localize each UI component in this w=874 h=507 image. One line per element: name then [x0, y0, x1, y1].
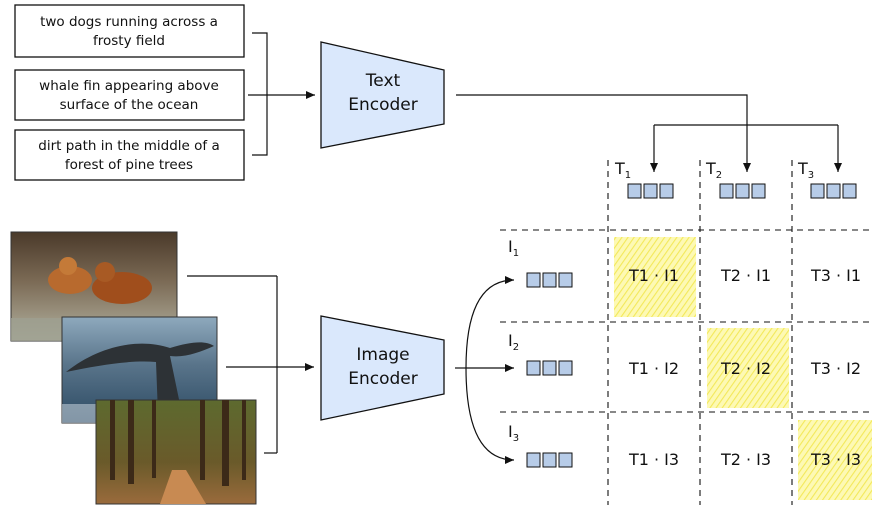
matrix-cell-r1-c3: T3 · I1: [810, 266, 861, 285]
similarity-grid: [500, 160, 874, 505]
matrix-cell-r2-c1: T1 · I2: [628, 359, 679, 378]
caption-2-line-2: surface of the ocean: [60, 97, 199, 113]
image-encoder: Image Encoder: [320, 315, 445, 421]
caption-3: dirt path in the middle of a forest of p…: [14, 129, 245, 181]
caption-1-line-1: two dogs running across a: [40, 14, 218, 30]
text-embedding-label-1: T1: [614, 159, 631, 181]
arrow-to-i1: [465, 276, 515, 369]
text-encoder-label-1: Text: [365, 71, 401, 91]
matrix-cell-r3-c3: T3 · I3: [810, 450, 861, 469]
caption-3-line-2: forest of pine trees: [65, 157, 193, 173]
matrix-cell-r2-c3: T3 · I2: [810, 359, 861, 378]
image-embedding-label-1: I1: [508, 237, 519, 259]
matrix-cell-r2-c2: T2 · I2: [720, 359, 771, 378]
diagonal-highlight-1: [614, 237, 696, 317]
text-encoder-output-line: [456, 94, 748, 125]
text-encoder: Text Encoder: [320, 41, 445, 149]
text-embedding-label-2: T2: [705, 159, 722, 181]
image-embedding-vector-1: [526, 272, 573, 288]
text-encoder-label-2: Encoder: [348, 95, 418, 115]
image-embedding-vector-2: [526, 360, 573, 376]
image-embedding-label-2: I2: [508, 331, 519, 353]
image-encoder-label-1: Image: [356, 345, 409, 365]
caption-2: whale fin appearing above surface of the…: [14, 69, 245, 121]
diagonal-highlight-3: [798, 420, 872, 500]
caption-2-line-1: whale fin appearing above: [39, 78, 219, 94]
caption-3-line-1: dirt path in the middle of a: [38, 138, 219, 154]
image-embedding-label-3: I3: [508, 422, 519, 444]
diagonal-highlight-2: [707, 328, 789, 408]
matrix-cell-r1-c2: T2 · I1: [720, 266, 771, 285]
caption-1: two dogs running across a frosty field: [14, 4, 245, 58]
image-embedding-vector-3: [526, 452, 573, 468]
image-forest: [95, 399, 257, 505]
matrix-cell-r3-c1: T1 · I3: [628, 450, 679, 469]
text-embedding-label-3: T3: [797, 159, 814, 181]
caption-1-line-2: frosty field: [93, 33, 165, 49]
arrow-to-i3: [465, 367, 515, 464]
caption-bracket: [252, 32, 268, 156]
matrix-cell-r1-c1: T1 · I1: [628, 266, 679, 285]
text-embedding-vector-3: [810, 183, 857, 199]
text-embedding-vector-1: [627, 183, 674, 199]
text-embedding-vector-2: [719, 183, 766, 199]
image-encoder-label-2: Encoder: [348, 369, 418, 389]
matrix-cell-r3-c2: T2 · I3: [720, 450, 771, 469]
